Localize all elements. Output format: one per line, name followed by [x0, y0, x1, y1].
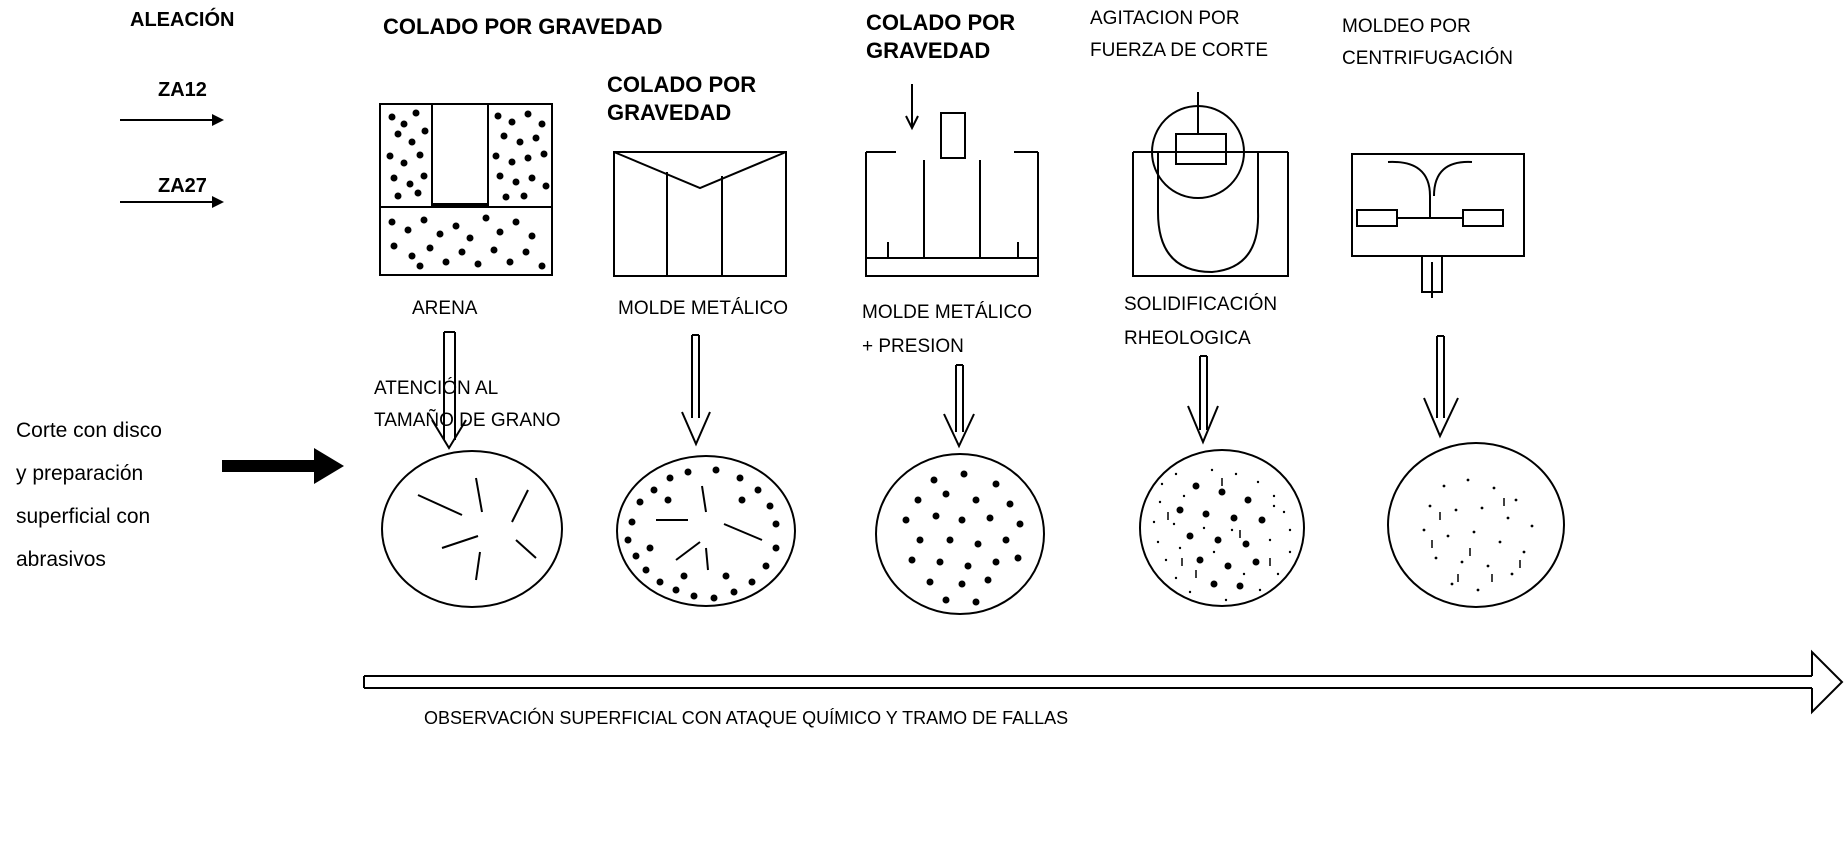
process-1-title: COLADO POR GRAVEDAD — [383, 14, 663, 39]
microstructure-rheological-icon — [1139, 449, 1305, 607]
grain-size-note-line-2: TAMAÑO DE GRANO — [374, 410, 561, 431]
process-5-title-line-1: MOLDEO POR — [1342, 16, 1471, 37]
down-arrow-icon — [1187, 355, 1219, 445]
za27-arrow-icon — [120, 196, 224, 208]
metal-mold-icon — [613, 151, 787, 277]
preparation-arrow-icon — [222, 448, 344, 484]
centrifugal-mold-icon — [1351, 153, 1525, 298]
down-arrow-icon — [1423, 335, 1459, 439]
process-2-title-line-1: COLADO POR — [607, 72, 757, 97]
rheocasting-icon — [1132, 92, 1289, 277]
process-3-mold-label-line-2: + PRESION — [862, 336, 964, 357]
process-4-title-line-1: AGITACION POR — [1090, 8, 1240, 29]
process-4-mold-label-line-2: RHEOLOGICA — [1124, 328, 1251, 349]
za12-arrow-icon — [120, 114, 224, 126]
pressure-mold-icon — [865, 84, 1039, 277]
corte-line-1: Corte con disco — [16, 419, 162, 442]
aleacion-label: ALEACIÓN — [130, 9, 235, 31]
sand-mold-icon — [379, 103, 553, 276]
microstructure-sand-icon — [381, 450, 563, 608]
corte-line-3: superficial con — [16, 505, 151, 528]
down-arrow-icon — [431, 331, 467, 450]
process-2-mold-label: MOLDE METÁLICO — [618, 298, 788, 319]
corte-line-2: y preparación — [16, 462, 144, 485]
process-3-title-line-2: GRAVEDAD — [866, 38, 991, 63]
za12-label: ZA12 — [158, 79, 207, 101]
za27-label: ZA27 — [158, 175, 207, 197]
corte-line-4: abrasivos — [16, 548, 106, 571]
process-4-title-line-2: FUERZA DE CORTE — [1090, 40, 1269, 61]
process-2-title-line-2: GRAVEDAD — [607, 100, 732, 125]
down-arrow-icon — [943, 364, 975, 449]
microstructure-centrifugal-icon — [1387, 442, 1565, 608]
microstructure-metal-mold-icon — [616, 455, 796, 607]
observation-caption: OBSERVACIÓN SUPERFICIAL CON ATAQUE QUÍMI… — [424, 708, 1069, 728]
process-3-title-line-1: COLADO POR — [866, 10, 1016, 35]
process-3-mold-label-line-1: MOLDE METÁLICO — [862, 302, 1032, 323]
grain-size-note-line-1: ATENCIÓN AL — [374, 378, 499, 399]
process-4-mold-label-line-1: SOLIDIFICACIÓN — [1124, 294, 1278, 315]
long-right-arrow-icon — [363, 649, 1844, 715]
down-arrow-icon — [681, 334, 711, 447]
process-5-title-line-2: CENTRIFUGACIÓN — [1342, 48, 1513, 69]
process-1-mold-label: ARENA — [412, 298, 478, 319]
microstructure-pressure-icon — [875, 453, 1045, 615]
